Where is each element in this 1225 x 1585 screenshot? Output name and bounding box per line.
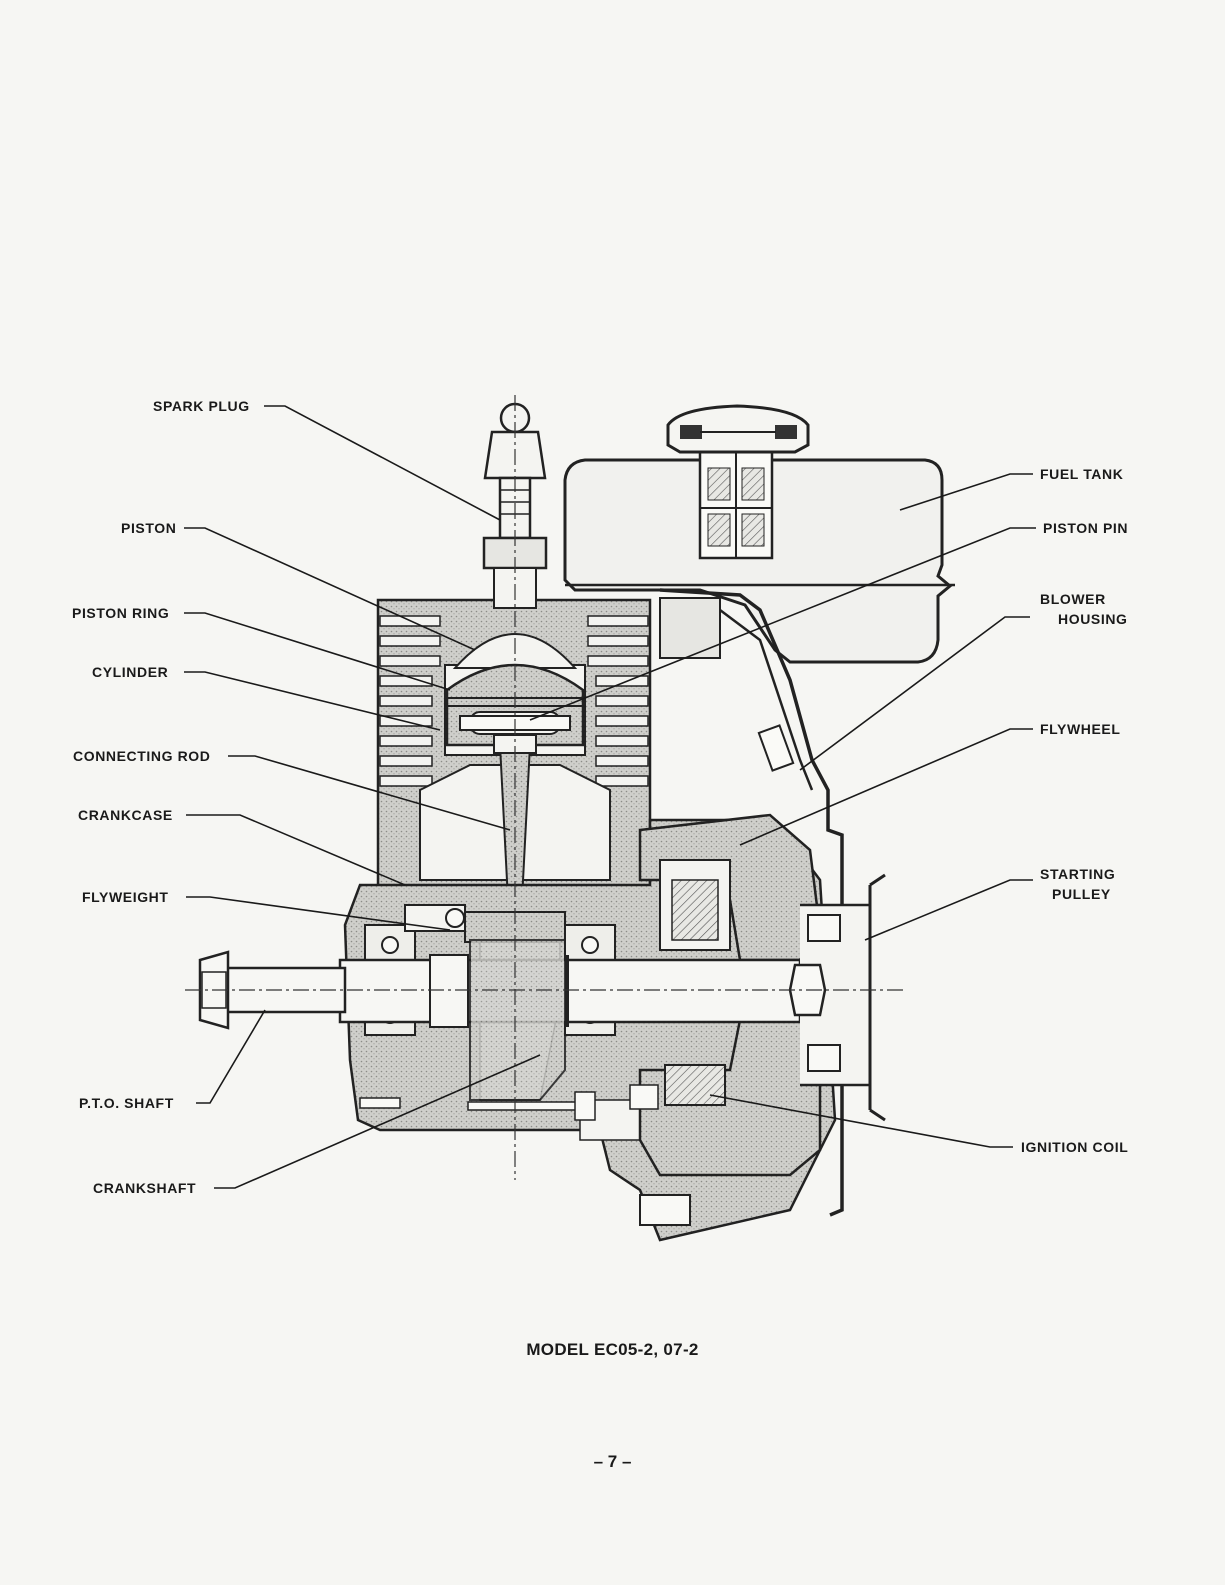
label-flyweight: FLYWEIGHT [82,887,169,907]
label-cylinder: CYLINDER [92,662,168,682]
label-flywheel: FLYWHEEL [1040,719,1121,739]
label-blower-housing-line1: BLOWER [1040,589,1135,609]
label-connecting-rod: CONNECTING ROD [73,746,211,766]
label-piston-pin: PISTON PIN [1043,518,1128,538]
figure-caption: MODEL EC05-2, 07-2 [0,1340,1225,1360]
label-spark-plug: SPARK PLUG [153,396,250,416]
label-pto-shaft: P.T.O. SHAFT [79,1093,174,1113]
label-starting-pulley-line1: STARTING [1040,864,1135,884]
label-piston: PISTON [121,518,176,538]
label-crankshaft: CRANKSHAFT [93,1178,196,1198]
label-ignition-coil: IGNITION COIL [1021,1137,1128,1157]
starting-pulley [790,875,885,1120]
label-piston-ring: PISTON RING [72,603,169,623]
label-blower-housing: BLOWER HOUSING [1040,589,1135,629]
label-crankcase: CRANKCASE [78,805,173,825]
label-starting-pulley: STARTING PULLEY [1040,864,1135,904]
label-fuel-tank: FUEL TANK [1040,464,1123,484]
page-number: – 7 – [0,1452,1225,1472]
label-starting-pulley-line2: PULLEY [1052,884,1147,904]
label-blower-housing-line2: HOUSING [1058,609,1153,629]
